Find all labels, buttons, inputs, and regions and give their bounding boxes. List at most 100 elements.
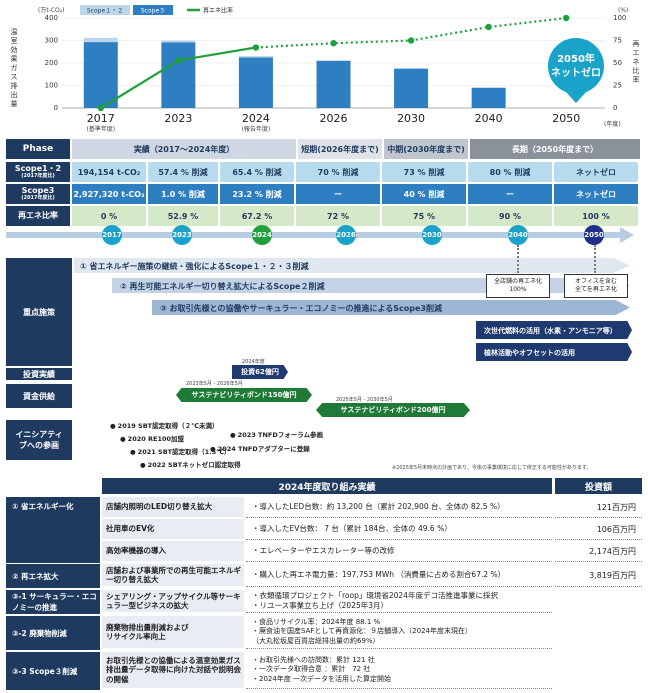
phase-mid: 中期(2030年度まで) [384,139,470,159]
y2-tick-label: 75 [613,37,622,45]
y-label-char: 効 [11,45,18,54]
result-category: ① 省エネルギー化 [6,497,100,563]
initiative-item: ●2019 SBT認定取得（２℃未満） [110,420,218,430]
initiative-text: 2019 SBT認定取得（２℃未満） [117,422,219,430]
bond2-period: 2025年5月 - 2030年5月 [336,397,393,403]
y-tick-label: 100 [45,82,58,90]
bond2-bar: サステナビリティボンド200億円 [316,403,470,417]
table-cell: 2,927,320 t-CO₂ [72,184,148,204]
result-item-name: 店舗および事業所での再生可能エネルギー切り替え拡大 [102,564,244,586]
result-item-desc: ・購入した再エネ電力量：197,753 MWh （消費量に占める割合67.2 %… [246,564,552,587]
table-cell: 0 % [72,206,148,226]
bar-scope3 [83,42,118,109]
initiative-item: ●2021 SBT認定取得（1.5℃） [130,446,230,456]
x-tick-label: 2026 [320,112,348,125]
x-tick-label: 2017 [87,112,115,125]
result-item-name: 廃棄物排出量削減および リサイクル率向上 [102,616,244,648]
y-label-char: ガ [11,63,18,72]
footnote: ※2025年5月末時点の計画であり、今後の事業環境に応じて修正する可能性がありま… [392,465,592,471]
x-tick-label: 2023 [164,112,192,125]
measure-bar-3 [152,300,630,315]
netzero-badge: 2050年 ネットゼロ [548,38,604,103]
y2-tick-label: 50 [613,59,622,67]
table-cell: 23.2 % 削減 [220,184,296,204]
phase-short: 短期(2026年度まで) [298,139,384,159]
table-cell: ー [296,184,382,204]
y-tick-label: 0 [54,104,58,112]
measures-label: 重点施策 [6,258,72,366]
result-item-name: シェアリング・アップサイクル等サーキュラー型ビジネスの拡大 [102,590,244,612]
table-cell: 100 % [554,206,640,226]
measure-bar-2-text: ② 再生可能エネルギー切り替え拡大によるScope２削減 [120,282,325,291]
renewable-point [330,40,337,47]
investment-box: 投資62億円 [232,365,288,379]
result-item-desc: ・食品リサイクル率：2024年度 88.1 % ・廃食油を国産SAFとして再資源… [246,616,552,649]
row-label-sub: (2017年度比) [21,194,55,201]
row-label: Scope1・2(2017年度比) [6,162,72,182]
renewable-point [407,37,415,44]
bond1-period: 2023年5月 - 2026年5月 [186,381,243,387]
y2-tick-label: 25 [613,82,622,90]
measure-bar-1 [74,258,630,273]
x-unit: (年度) [604,120,621,128]
table-cell: ネットゼロ [554,184,640,204]
timeline-year: 2040 [508,225,528,245]
result-item-amount: 106百万円 [555,519,642,540]
legend-swatch-scope12 [80,5,130,15]
bar-scope3 [238,57,273,108]
y2-tick-label: 100 [613,14,626,22]
measure-bar-1-text: ① 省エネルギー施策の継続・強化によるScope１・２・３削減 [80,262,309,271]
table-cell: 80 % 削減 [468,162,554,182]
bullet-icon: ● [210,445,216,453]
result-item-amount: 3,819百万円 [555,564,642,587]
bullet-icon: ● [230,431,236,439]
y-tick-label: 400 [45,14,58,22]
renewable-point [563,14,570,22]
result-category: ③-2 廃棄物削減 [6,616,100,650]
bond1-bar: サステナビリティボンド150億円 [176,388,312,402]
y2-tick-label: 0 [613,104,617,112]
initiative-item: ●2020 RE100加盟 [120,433,184,443]
table-cell: 52.9 % [148,206,220,226]
initiatives-label: イニシアティブへの参画 [6,420,72,460]
initiative-item: ●2022 SBTネットゼロ認定取得 [140,459,241,469]
initiative-text: 2021 SBT認定取得（1.5℃） [137,448,231,456]
renewable-store-box: 全店舗の再エネ化 100% [486,274,550,298]
y-label-char: ス [11,73,18,81]
table-cell: 67.2 % [220,206,296,226]
bullet-icon: ● [110,422,116,430]
timeline-year: 2024 [252,225,272,245]
bar-scope3 [471,87,506,108]
result-item-amount: 121百万円 [555,497,642,518]
timeline-year: 2026 [336,225,356,245]
y-label-char: 室 [11,36,18,45]
y-tick-label: 300 [45,37,58,45]
row-label-sub: (2017年度比) [21,172,55,179]
y2-label-char: 再 [633,40,640,48]
phase-label: Phase [6,139,72,159]
table-cell: 90 % [468,206,554,226]
legend-label-scope3: Scope３ [141,8,165,15]
result-item-desc: ・エレベーターやエスカレーター等の改修 [246,541,552,562]
table-cell: 65.4 % 削減 [220,162,296,182]
renewable-point [97,104,104,112]
next-fuel-text: 次世代燃料の活用（水素・アンモニア等） [484,327,617,335]
bond2-text: サステナビリティボンド200億円 [340,406,446,414]
phase-row: Phase 実績（2017〜2024年度） 短期(2026年度まで) 中期(20… [6,139,642,159]
table-cell: ネットゼロ [554,162,640,182]
y-label-char: 温 [11,27,18,36]
offset-box [476,343,632,361]
initiative-text: 2020 RE100加盟 [127,435,185,443]
result-category: ② 再エネ拡大 [6,564,100,588]
table-cell: ー [468,184,554,204]
investment-label: 投資実績 [6,368,72,380]
result-category: ③-1 サーキュラー・エコノミーの推進 [6,590,100,614]
initiative-item: ●2023 TNFDフォーラム参画 [230,429,323,439]
svg-text:ネットゼロ: ネットゼロ [551,66,601,79]
y-unit-left: (万t-CO₂) [38,7,65,14]
funding-label: 資金供給 [6,384,72,408]
result-item-desc: ・導入したLED台数：約 13,200 台（累計 202,900 台、全体の 8… [246,497,552,518]
